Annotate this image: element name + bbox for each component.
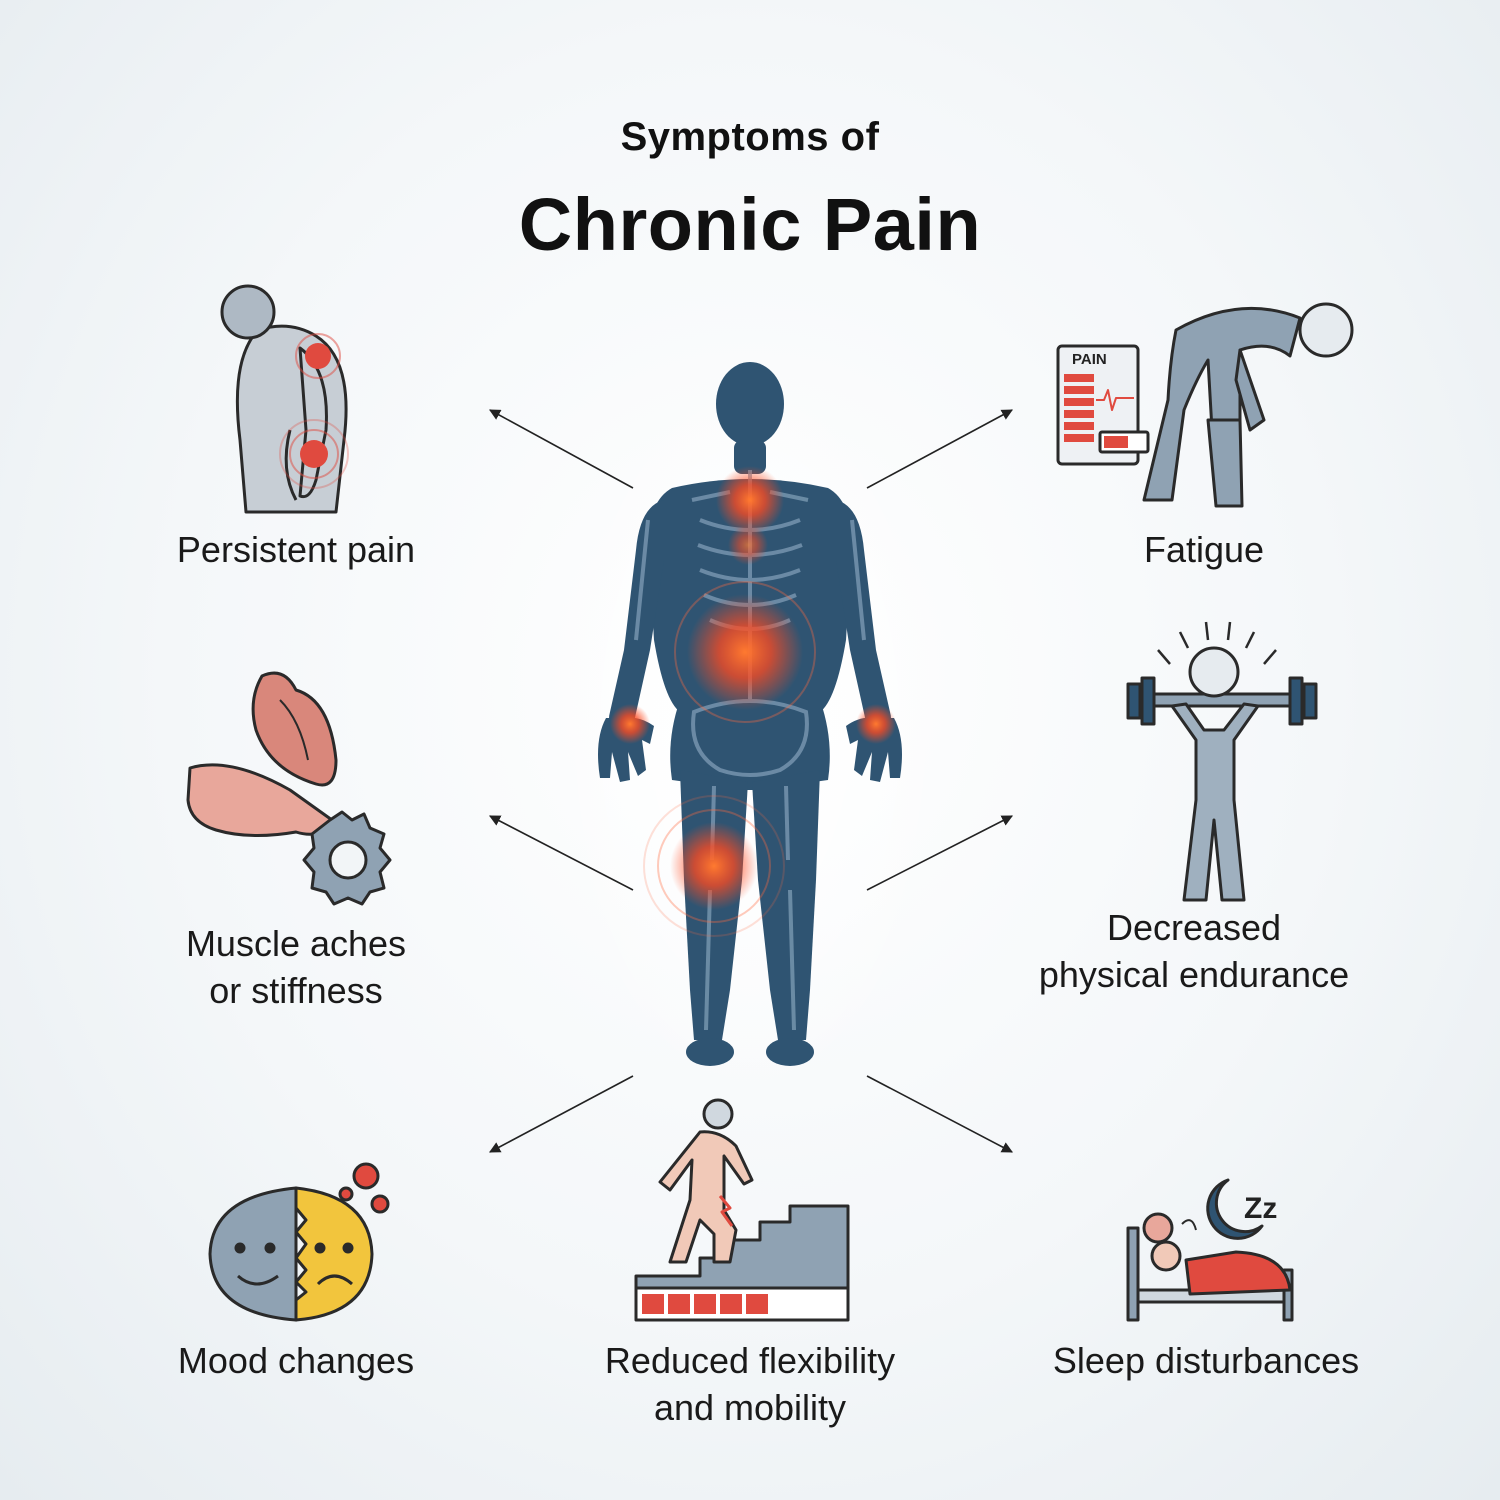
muscle-gear-icon — [186, 671, 392, 906]
arrow-decreased-endurance — [866, 815, 1013, 891]
fatigue-pain-chart-label: PAIN — [1072, 351, 1107, 368]
arrow-sleep-disturbances — [866, 1075, 1013, 1153]
tired-person-battery-icon — [1056, 302, 1354, 508]
label-decreased-endurance: Decreased physical endurance — [1038, 907, 1350, 995]
title-line-1: Symptoms of — [620, 115, 880, 159]
label-sleep-disturbances: Sleep disturbances — [1052, 1340, 1360, 1381]
sleep-zz-text: Zz — [1244, 1192, 1277, 1225]
person-in-pain-icon — [220, 284, 349, 514]
page-title: Chronic Pain — [518, 183, 982, 266]
label-muscle-aches: Muscle aches or stiffness — [185, 923, 407, 1011]
arrow-fatigue — [866, 409, 1013, 489]
mood-faces-icon — [208, 1162, 390, 1322]
pain-upper-back — [716, 466, 784, 534]
stairs-climbing-icon — [634, 1098, 850, 1322]
label-persistent-pain: Persistent pain — [176, 529, 416, 570]
pain-points — [610, 466, 896, 937]
label-mood-changes: Mood changes — [177, 1340, 415, 1381]
arrow-persistent-pain — [489, 409, 634, 489]
connector-arrows — [489, 409, 1013, 1153]
weightlifter-icon — [1126, 621, 1318, 902]
label-fatigue: Fatigue — [1143, 529, 1265, 570]
pain-right-wrist — [856, 704, 896, 744]
arrow-muscle-aches — [489, 815, 634, 891]
pain-left-wrist — [610, 704, 650, 744]
label-reduced-flexibility: Reduced flexibility and mobility — [604, 1340, 896, 1428]
pain-lower-back — [687, 594, 803, 710]
arrow-mood-changes — [489, 1075, 634, 1153]
human-skeleton-icon — [598, 362, 902, 1066]
pain-knee — [670, 822, 758, 910]
sleep-bed-moon-icon: Zz — [1126, 1178, 1294, 1322]
